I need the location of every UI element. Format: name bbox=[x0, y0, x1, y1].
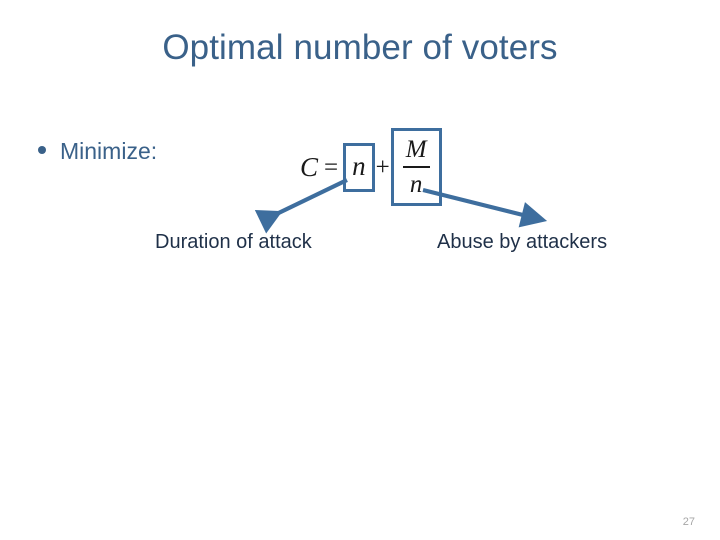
annotation-label-duration: Duration of attack bbox=[155, 231, 312, 253]
fraction-bar bbox=[402, 166, 430, 168]
highlight-box-fraction: M n bbox=[390, 128, 442, 206]
fraction-denominator: n bbox=[409, 171, 423, 198]
formula-term-n: n bbox=[352, 150, 366, 181]
bullet-dot-icon bbox=[38, 146, 46, 154]
formula-plus: + bbox=[375, 153, 390, 181]
formula-equals: = bbox=[324, 153, 339, 181]
page-title: Optimal number of voters bbox=[162, 28, 558, 67]
page-number: 27 bbox=[682, 516, 695, 528]
cost-formula: C = n + M n bbox=[300, 128, 442, 206]
bullet-item-minimize: Minimize: bbox=[38, 138, 157, 165]
bullet-item-label: Minimize: bbox=[60, 138, 158, 164]
highlight-box-n: n bbox=[343, 142, 375, 192]
formula-lhs: C bbox=[300, 151, 319, 182]
annotation-label-abuse: Abuse by attackers bbox=[437, 231, 608, 253]
fraction-numerator: M bbox=[405, 136, 427, 163]
